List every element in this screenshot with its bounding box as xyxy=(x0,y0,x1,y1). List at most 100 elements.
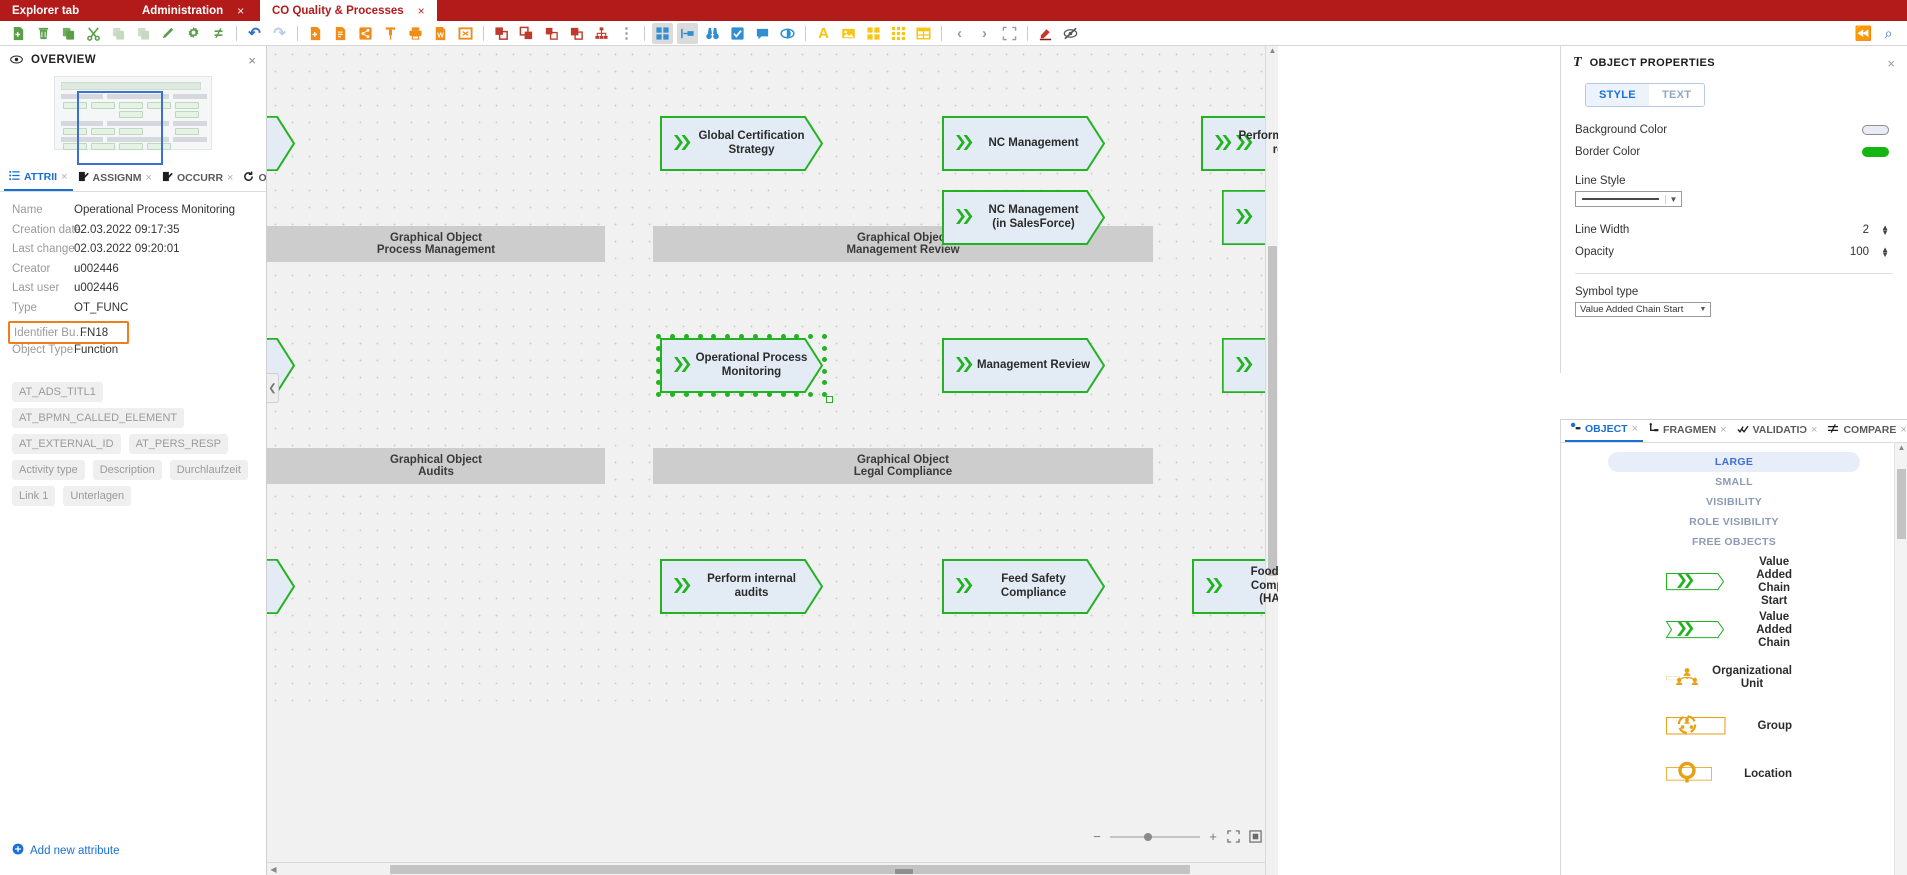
grid-small-icon[interactable] xyxy=(888,23,909,44)
settings-gear-icon[interactable] xyxy=(183,23,204,44)
vac-shape[interactable]: Management Review xyxy=(942,338,1105,393)
attribute-chip[interactable]: Unterlagen xyxy=(63,485,132,506)
attribute-chip[interactable]: AT_BPMN_CALLED_ELEMENT xyxy=(12,407,185,428)
find-icon[interactable] xyxy=(702,23,723,44)
bring-to-front-icon[interactable] xyxy=(491,23,512,44)
close-icon[interactable]: × xyxy=(417,3,425,18)
copy-icon[interactable] xyxy=(58,23,79,44)
share-icon[interactable] xyxy=(355,23,376,44)
close-icon[interactable]: × xyxy=(1720,424,1727,436)
chevron-down-icon[interactable]: ▼ xyxy=(1699,306,1707,313)
add-new-attribute-button[interactable]: Add new attribute xyxy=(12,843,120,858)
print-icon[interactable] xyxy=(405,23,426,44)
catalog-tab-compare[interactable]: COMPARE× xyxy=(1822,421,1907,441)
close-icon[interactable]: × xyxy=(61,171,68,183)
export-word-icon[interactable]: W xyxy=(430,23,451,44)
tab-co-quality-processes[interactable]: CO Quality & Processes × xyxy=(260,0,437,21)
hierarchy-icon[interactable] xyxy=(591,23,612,44)
vac-shape[interactable]: NC Management xyxy=(942,116,1105,171)
vac-shape[interactable]: Food Safety Compliance(HACCP) xyxy=(1192,559,1278,614)
overview-viewport-rect[interactable] xyxy=(77,91,163,165)
attribute-chip[interactable]: AT_ADS_TITL1 xyxy=(12,381,103,402)
overview-thumbnail[interactable] xyxy=(54,76,212,165)
canvas-vertical-scrollbar[interactable]: ▲ xyxy=(1265,46,1278,875)
hscroll-thumb[interactable] xyxy=(390,864,1190,874)
catalog-filter-large[interactable]: LARGE xyxy=(1608,452,1860,472)
opacity-row[interactable]: Opacity 100 ▲▼ xyxy=(1561,241,1907,263)
close-icon[interactable]: × xyxy=(248,52,256,68)
tab-style[interactable]: STYLE xyxy=(1586,84,1649,106)
background-color-row[interactable]: Background Color xyxy=(1561,119,1907,141)
redo-icon[interactable]: ↷ xyxy=(273,24,286,42)
sidebar-tab-assignm[interactable]: ASSIGNM× xyxy=(73,169,157,190)
paste-special-icon[interactable] xyxy=(133,23,154,44)
close-icon[interactable]: × xyxy=(1887,55,1895,71)
send-to-back-icon[interactable] xyxy=(516,23,537,44)
collapse-panel-icon[interactable]: ⏪ xyxy=(1854,25,1873,41)
vac-shape[interactable]: Perform internal audits xyxy=(660,559,823,614)
stencil-group[interactable]: Group xyxy=(1666,706,1802,746)
actual-size-icon[interactable] xyxy=(1248,830,1262,844)
vac-shape-partial[interactable] xyxy=(267,116,295,171)
close-icon[interactable]: × xyxy=(1811,424,1818,436)
vac-shape-selected[interactable]: Operational Process Monitoring xyxy=(660,338,823,393)
tab-administration[interactable]: Administration × xyxy=(130,0,260,21)
border-color-row[interactable]: Border Color xyxy=(1561,141,1907,163)
highlight-icon[interactable] xyxy=(1035,23,1056,44)
symbol-type-select[interactable]: Value Added Chain Start ▼ xyxy=(1575,302,1711,317)
catalog-scroll-thumb[interactable] xyxy=(1897,469,1906,539)
compare-icon[interactable]: ≠ xyxy=(214,24,223,42)
background-color-swatch[interactable] xyxy=(1862,125,1889,135)
close-icon[interactable]: × xyxy=(1631,423,1639,435)
close-icon[interactable]: × xyxy=(227,172,234,184)
more-options-icon[interactable]: ⋮ xyxy=(619,24,634,42)
attribute-chip[interactable]: AT_PERS_RESP xyxy=(128,433,228,454)
comment-icon[interactable] xyxy=(752,23,773,44)
close-icon[interactable]: × xyxy=(237,3,245,18)
bring-forward-icon[interactable] xyxy=(541,23,562,44)
vac-shape[interactable]: NC Management(in SalesForce) xyxy=(942,190,1105,245)
table-icon[interactable] xyxy=(913,23,934,44)
fit-screen-icon[interactable] xyxy=(1226,830,1240,844)
new-document-icon[interactable] xyxy=(8,23,29,44)
attribute-chip[interactable]: AT_EXTERNAL_ID xyxy=(12,433,121,454)
attribute-chip[interactable]: Description xyxy=(92,459,162,480)
paste-icon[interactable] xyxy=(108,23,129,44)
catalog-filter-free-objects[interactable]: FREE OBJECTS xyxy=(1691,536,1777,548)
report-icon[interactable] xyxy=(330,23,351,44)
vac-shape[interactable]: Feed Safety Compliance xyxy=(942,559,1105,614)
undo-icon[interactable]: ↶ xyxy=(248,24,261,42)
tab-text[interactable]: TEXT xyxy=(1648,84,1705,106)
vac-shape[interactable]: Performance of NC-reports xyxy=(1201,116,1278,171)
search-icon[interactable]: ⌕ xyxy=(1884,25,1893,41)
close-icon[interactable]: × xyxy=(1900,424,1907,436)
zoom-out-button[interactable]: − xyxy=(1093,829,1101,844)
collapse-left-panel-handle[interactable]: ❮ xyxy=(267,373,279,403)
close-icon[interactable]: × xyxy=(145,172,152,184)
vac-shape-partial[interactable] xyxy=(1222,338,1278,393)
grid-view-icon[interactable] xyxy=(652,22,673,44)
vscroll-thumb[interactable] xyxy=(1268,246,1277,576)
catalog-tab-object[interactable]: OBJECT× xyxy=(1565,420,1644,442)
zoom-slider-knob[interactable] xyxy=(1144,832,1152,841)
import-icon[interactable] xyxy=(305,23,326,44)
sidebar-tab-occurr[interactable]: OCCURR× xyxy=(157,169,239,190)
border-color-swatch[interactable] xyxy=(1862,147,1889,157)
catalog-tab-fragmen[interactable]: FRAGMEN× xyxy=(1643,421,1732,441)
zoom-slider[interactable] xyxy=(1110,832,1200,841)
catalog-filter-visibility[interactable]: VISIBILITY xyxy=(1705,496,1763,508)
image-icon[interactable] xyxy=(838,23,859,44)
delete-icon[interactable] xyxy=(33,23,54,44)
vac-shape[interactable]: Global Certification Strategy xyxy=(660,116,823,171)
fullscreen-icon[interactable] xyxy=(999,23,1020,44)
attribute-row-highlighted[interactable]: Identifier Bu…FN18 xyxy=(8,321,129,344)
